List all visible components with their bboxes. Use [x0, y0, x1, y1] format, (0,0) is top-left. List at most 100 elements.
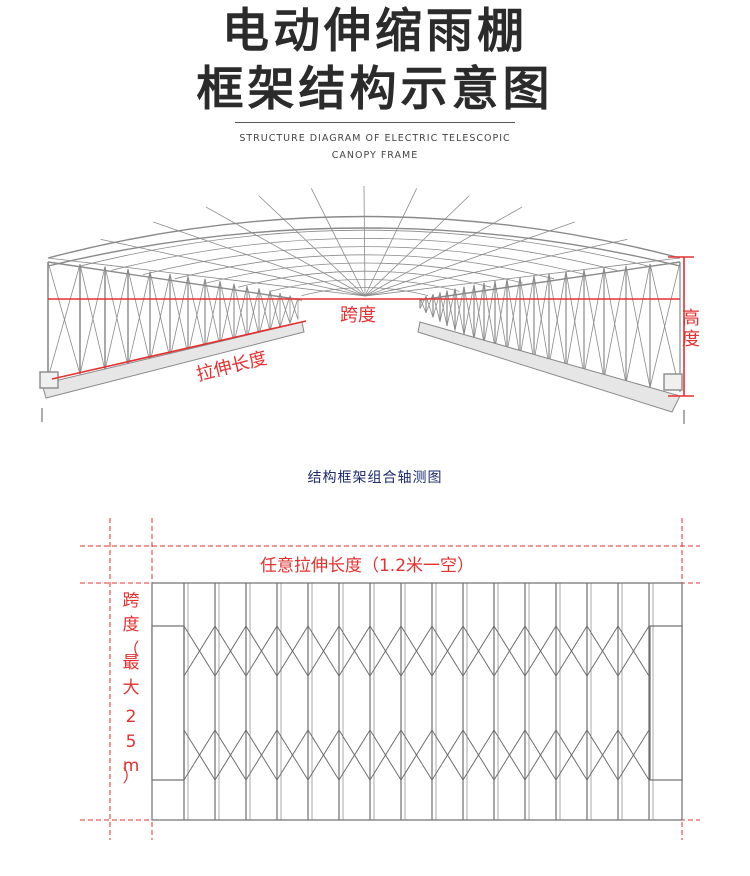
right-brace	[439, 292, 448, 327]
roof-rib	[47, 257, 366, 297]
height-label-char-2: 度	[682, 329, 700, 350]
roof-rib	[153, 221, 366, 297]
left-brace	[127, 271, 151, 367]
left-brace	[219, 281, 235, 343]
left-brace	[187, 278, 206, 355]
left-brace	[127, 269, 151, 363]
left-brace	[79, 264, 106, 371]
motor-box-left	[39, 371, 59, 389]
right-brace	[483, 282, 496, 349]
left-brace	[169, 273, 189, 355]
roof-rib	[205, 206, 366, 297]
right-brace	[603, 265, 627, 379]
right-brace	[483, 280, 496, 344]
left-brace	[204, 281, 221, 351]
depth-arch	[143, 246, 586, 275]
right-brace	[649, 263, 681, 393]
right-brace	[565, 271, 585, 375]
roof-rib	[364, 206, 523, 297]
right-brace	[506, 277, 521, 353]
roof-rib	[363, 185, 366, 297]
roof-rib	[364, 195, 470, 297]
right-brace	[548, 273, 567, 371]
right-brace	[519, 277, 535, 362]
span-label-bg	[334, 302, 382, 326]
left-brace	[169, 276, 189, 359]
subtitle-line-1: STRUCTURE DIAGRAM OF ELECTRIC TELESCOPIC	[239, 133, 511, 144]
left-brace	[246, 285, 260, 336]
right-brace	[583, 267, 605, 375]
roof-rib	[364, 238, 628, 297]
left-ground-rail	[41, 321, 305, 399]
right-brace	[473, 282, 485, 340]
depth-arch	[79, 229, 649, 267]
left-brace	[149, 271, 171, 359]
right-brace	[625, 265, 651, 388]
title-divider	[235, 122, 515, 123]
iso-caption: 结构框架组合轴测图	[307, 470, 443, 486]
roof-rib	[364, 221, 575, 297]
roof-rib	[100, 238, 366, 297]
roof-rib	[364, 257, 681, 297]
left-brace	[258, 290, 271, 336]
right-brace	[494, 280, 508, 353]
left-brace	[149, 273, 171, 363]
right-brace	[419, 296, 427, 309]
left-brace	[104, 269, 129, 371]
left-brace	[187, 276, 206, 351]
right-brace	[419, 297, 427, 313]
roof-rib	[364, 188, 418, 297]
left-brace	[233, 283, 248, 340]
right-brace	[463, 284, 475, 335]
motor-box-right	[663, 373, 683, 391]
right-brace	[583, 269, 605, 379]
right-brace	[446, 290, 456, 331]
right-brace	[548, 271, 567, 366]
length-line	[51, 320, 307, 380]
right-brace	[439, 290, 448, 322]
right-brace	[649, 261, 681, 388]
right-brace	[603, 267, 627, 384]
left-brace	[279, 295, 291, 328]
title-line-1: 电动伸缩雨棚	[222, 4, 528, 59]
roof-rib	[310, 188, 366, 297]
right-brace	[454, 288, 465, 335]
right-brace	[625, 263, 651, 384]
left-brace	[233, 285, 248, 343]
right-brace	[446, 288, 456, 327]
left-brace	[219, 283, 235, 347]
left-brace	[246, 288, 260, 340]
right-brace	[463, 286, 475, 340]
depth-arch	[174, 254, 555, 280]
roof-rib	[258, 195, 366, 297]
depth-arch	[269, 279, 460, 292]
right-brace	[432, 292, 441, 318]
right-brace	[565, 269, 585, 371]
left-brace	[269, 290, 281, 328]
depth-arch	[301, 287, 429, 296]
left-brace	[258, 288, 271, 332]
span-label: 跨度	[340, 305, 376, 326]
depth-arch	[111, 238, 618, 271]
right-brace	[506, 279, 521, 357]
right-brace	[519, 275, 535, 357]
right-brace	[533, 273, 550, 362]
depth-arch	[238, 270, 492, 288]
left-brace	[47, 261, 81, 375]
rail-left-top	[47, 261, 303, 301]
right-brace	[473, 284, 485, 344]
right-brace	[425, 294, 434, 313]
right-brace	[494, 279, 508, 349]
left-brace	[47, 264, 81, 379]
iso-frame-structure	[39, 185, 685, 424]
title-line-2: 框架结构示意图	[196, 62, 554, 117]
left-brace	[204, 278, 221, 347]
right-brace	[454, 286, 465, 331]
subtitle-line-2: CANOPY FRAME	[331, 150, 419, 161]
height-label-char-1: 高	[682, 308, 700, 329]
left-brace	[79, 266, 106, 375]
right-ground-rail	[417, 321, 681, 413]
left-brace	[289, 297, 299, 324]
right-brace	[533, 275, 550, 366]
